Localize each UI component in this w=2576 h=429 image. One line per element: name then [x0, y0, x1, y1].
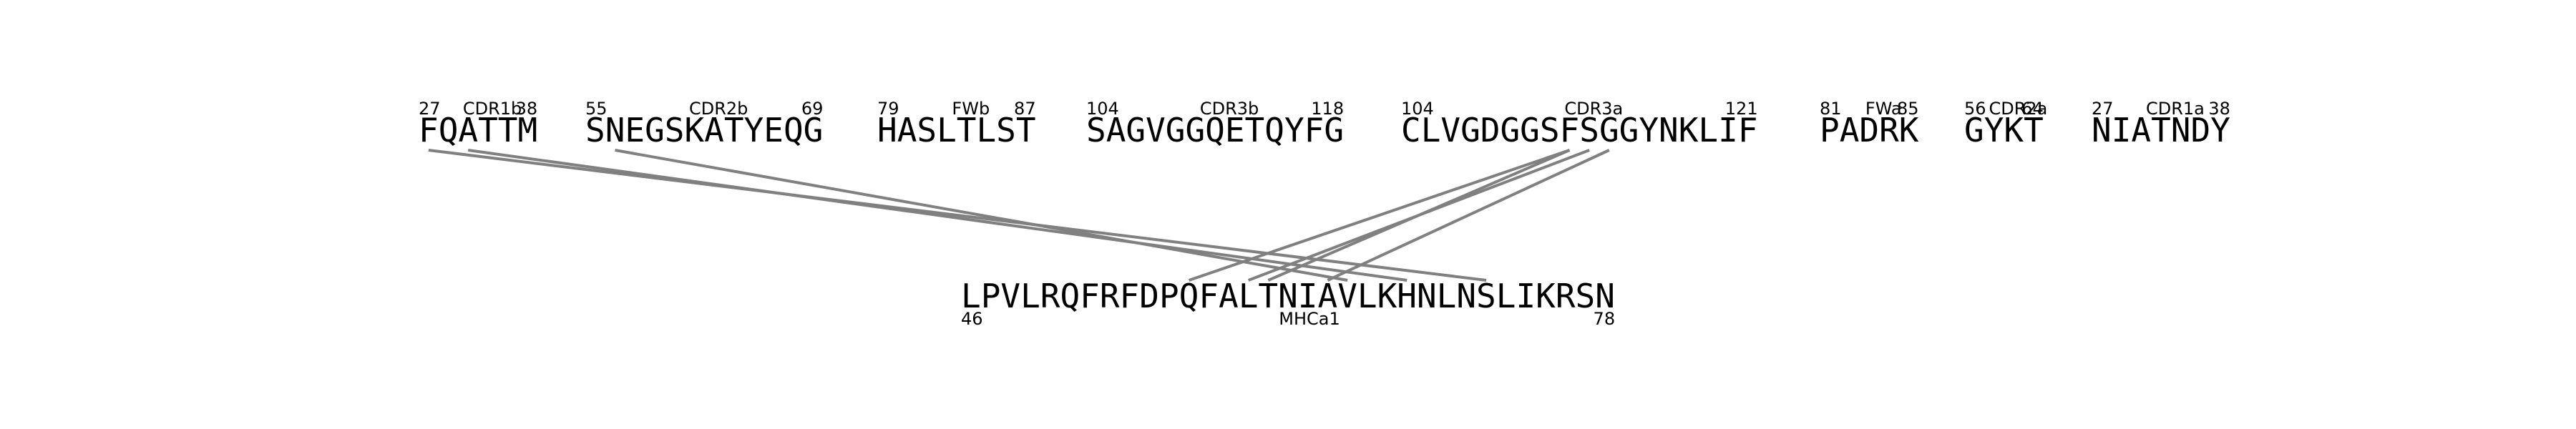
segment-end-number: 38 — [2208, 99, 2230, 119]
mhc-region-label: MHCa1 — [1279, 309, 1340, 329]
segment-region-label: FWa — [1865, 99, 1902, 119]
segment-sequence: SNEGSKATYEQG — [585, 111, 823, 149]
segment-start-number: 104 — [1401, 99, 1434, 119]
segment-region-label: FWb — [952, 99, 990, 119]
segment-sequence: SAGVGGQETQYFG — [1086, 111, 1344, 149]
segment-sequence: PADRK — [1820, 111, 1919, 149]
segment-end-number: 85 — [1897, 99, 1919, 119]
mhc-start-number: 46 — [961, 309, 983, 329]
segment-region-label: CDR3a — [1564, 99, 1623, 119]
segment-start-number: 55 — [585, 99, 608, 119]
segment-end-number: 64 — [2021, 99, 2044, 119]
segment-start-number: 81 — [1820, 99, 1842, 119]
contact-line — [428, 149, 1487, 282]
contact-line — [615, 149, 1348, 282]
contact-line — [467, 149, 1407, 282]
segment-sequence: FQATTM — [419, 111, 537, 149]
segment-end-number: 69 — [801, 99, 824, 119]
segment-end-number: 87 — [1014, 99, 1036, 119]
segment-region-label: CDR1a — [2146, 99, 2205, 119]
segment-end-number: 118 — [1311, 99, 1344, 119]
segment-region-label: CDR1b — [463, 99, 522, 119]
segment-start-number: 104 — [1086, 99, 1119, 119]
segment-start-number: 27 — [419, 99, 441, 119]
segment-region-label: CDR3b — [1200, 99, 1259, 119]
segment-sequence: HASLTLST — [877, 111, 1036, 149]
mhc-sequence: LPVLRQFRFDPQFALTNIAVLKHNLNSLIKRSN — [961, 277, 1615, 315]
segment-start-number: 79 — [877, 99, 899, 119]
segment-region-label: CDR2a — [1989, 99, 2047, 119]
segment-sequence: GYKT — [1964, 111, 2044, 149]
segment-region-label: CDR2b — [689, 99, 748, 119]
segment-end-number: 121 — [1725, 99, 1758, 119]
mhc-end-number: 78 — [1594, 309, 1616, 329]
contact-line — [1327, 149, 1610, 282]
contact-line — [1247, 149, 1590, 282]
contact-line — [1188, 149, 1571, 282]
segment-start-number: 56 — [1964, 99, 1986, 119]
segment-end-number: 38 — [516, 99, 538, 119]
segment-sequence: CLVGDGGSFSGGYNKLIF — [1401, 111, 1758, 149]
segment-start-number: 27 — [2092, 99, 2114, 119]
segment-sequence: NIATNDY — [2092, 111, 2230, 149]
contact-lines — [428, 149, 1610, 282]
